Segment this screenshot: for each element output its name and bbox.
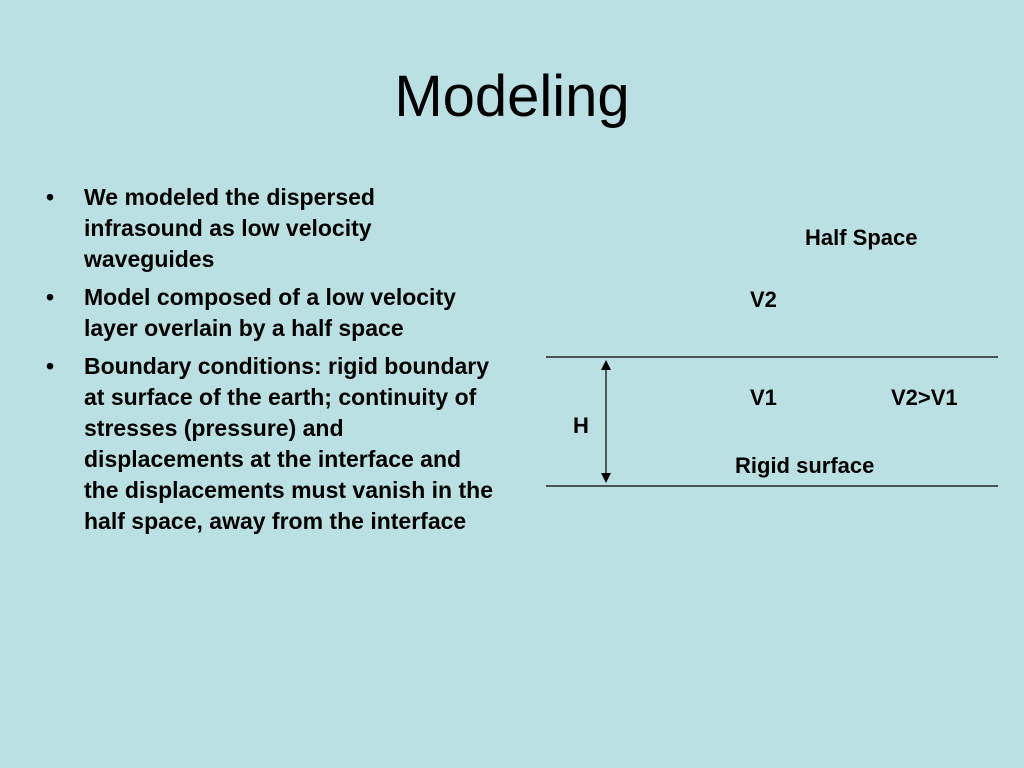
bullet-item: • Boundary conditions: rigid boundary at…	[46, 351, 496, 537]
waveguide-diagram: Half Space V2 V1 V2>V1 H Rigid surface	[540, 215, 1010, 505]
upper-velocity-label: V2	[750, 287, 777, 312]
bullet-item: • We modeled the dispersed infrasound as…	[46, 182, 496, 275]
half-space-label: Half Space	[805, 225, 918, 250]
rigid-surface-label: Rigid surface	[735, 453, 875, 478]
bullet-text: Boundary conditions: rigid boundary at s…	[84, 353, 493, 534]
bullet-marker: •	[46, 184, 55, 210]
slide-title: Modeling	[394, 64, 630, 129]
bullet-text: We modeled the dispersed infrasound as l…	[84, 184, 375, 272]
bullet-text: Model composed of a low velocity layer o…	[84, 284, 456, 341]
bullet-list: • We modeled the dispersed infrasound as…	[46, 182, 496, 544]
bullet-marker: •	[46, 284, 55, 310]
bullet-marker: •	[46, 353, 55, 379]
bullet-item: • Model composed of a low velocity layer…	[46, 282, 496, 344]
thickness-label: H	[573, 413, 589, 438]
diagram-lines	[546, 356, 998, 487]
layer-velocity-label: V1	[750, 385, 777, 410]
velocity-relation-label: V2>V1	[891, 385, 958, 410]
